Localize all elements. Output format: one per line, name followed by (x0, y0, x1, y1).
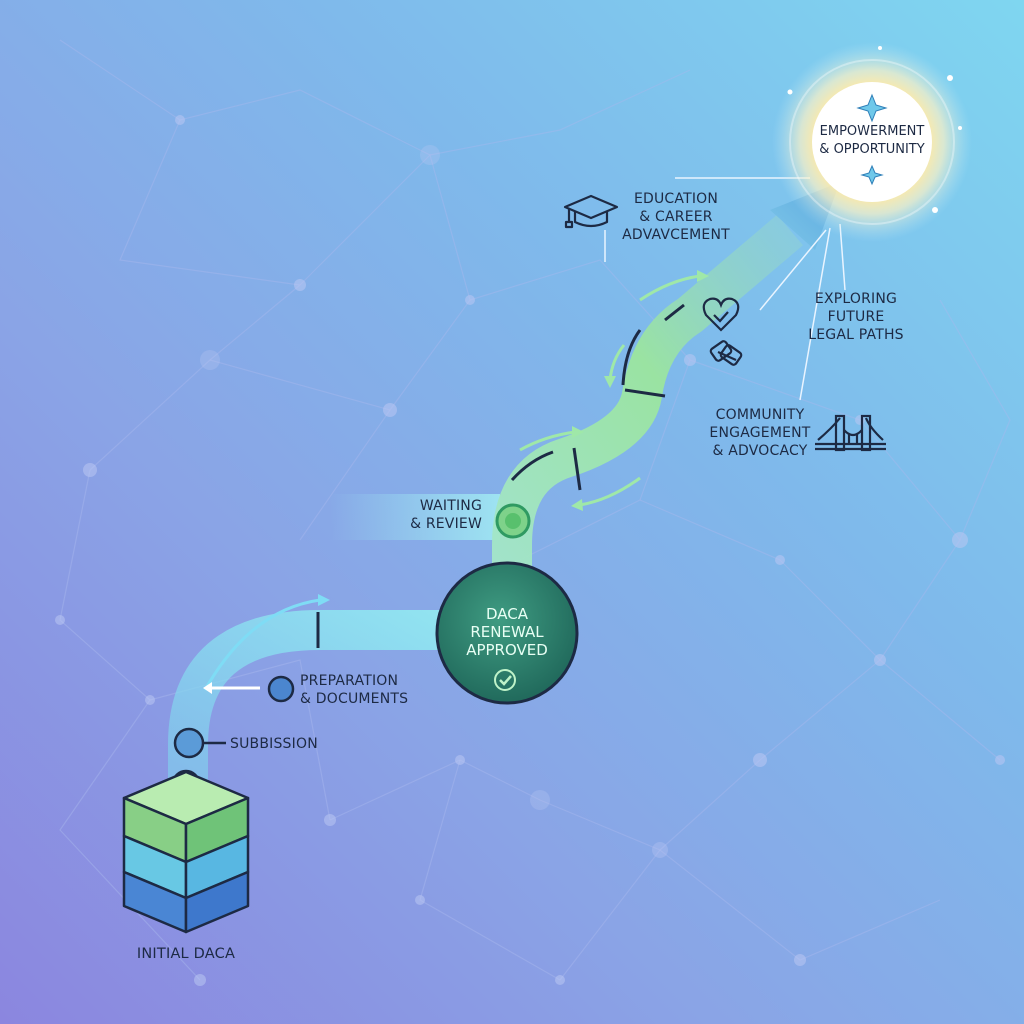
flow-arrows (203, 270, 709, 694)
star-icon (856, 93, 888, 186)
waiting-node-core (505, 513, 521, 529)
path-divider (572, 447, 582, 491)
legal-paths-label: EXPLORING FUTURE LEGAL PATHS (808, 291, 904, 343)
approved-label: DACA RENEWAL APPROVED (466, 605, 548, 659)
preparation-label: PREPARATION & DOCUMENTS (300, 673, 409, 707)
bridge-icon (815, 414, 886, 452)
heart-icon (702, 297, 740, 332)
network-nodes (55, 115, 1005, 986)
waiting-band (330, 494, 500, 540)
waiting-label: WAITING & REVIEW (410, 498, 482, 532)
approved-circle (435, 561, 579, 705)
goal-sparkles (787, 46, 962, 213)
goal-ring (789, 59, 955, 225)
upper-path (492, 214, 803, 580)
handshake-icon (709, 340, 743, 366)
checkmark-icon (494, 669, 516, 691)
community-label: COMMUNITY ENGAGEMENT & ADVOCACY (709, 407, 811, 459)
initial-daca-box-icon (122, 770, 250, 934)
preparation-node (267, 675, 295, 703)
path-edge (510, 450, 554, 482)
goal-core (812, 82, 932, 202)
path-edge (621, 329, 642, 386)
submission-label: SUBBISSION (230, 736, 318, 752)
submission-node (173, 727, 205, 759)
education-label: EDUCATION & CAREER ADVAVCEMENT (622, 191, 730, 243)
goal-label: EMPOWERMENT & OPPORTUNITY (819, 124, 925, 157)
path-divider (624, 388, 666, 398)
graduation-cap-icon (563, 194, 619, 229)
path-edge (664, 303, 685, 322)
initial-daca-label: INITIAL DACA (136, 946, 236, 962)
